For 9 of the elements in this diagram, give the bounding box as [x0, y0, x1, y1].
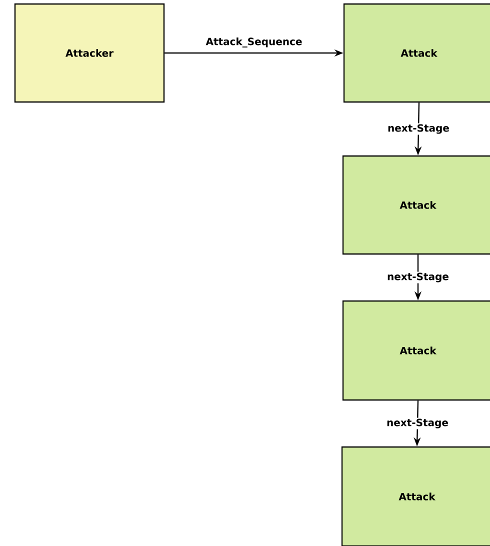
process-box: Attack [342, 300, 490, 401]
actor-box: Attacker [14, 3, 165, 103]
process-box: Attack [341, 446, 490, 546]
edge-label: next-Stage [386, 123, 450, 135]
edge-label: next-Stage [386, 272, 450, 284]
process-box: Attack [343, 3, 490, 103]
process-box: Attack [342, 155, 490, 255]
edge-label: next-Stage [386, 418, 450, 430]
edge-label: Attack_Sequence [206, 38, 302, 48]
